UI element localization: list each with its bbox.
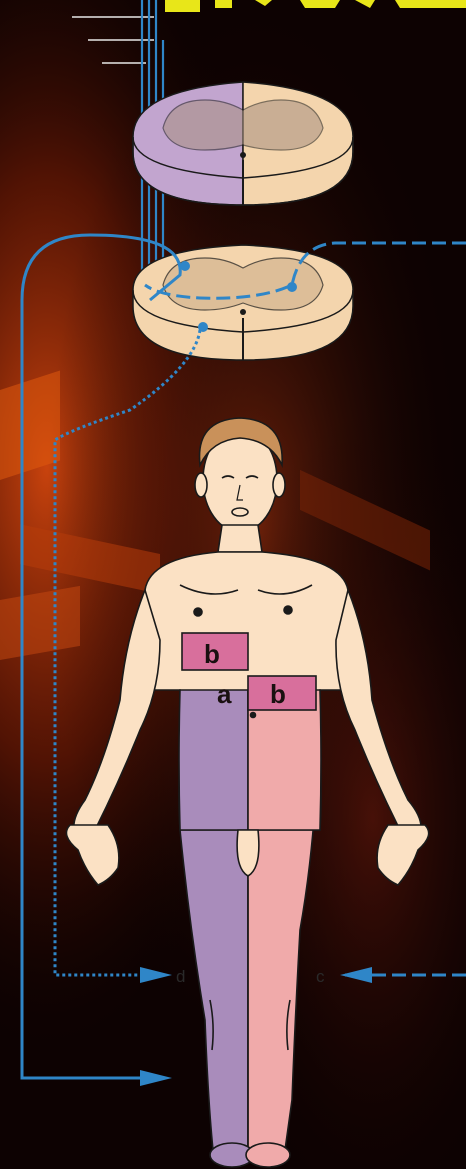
dermatome-label-a: a	[217, 679, 232, 709]
upper-cord-section	[133, 82, 353, 205]
dermatome-label-lower-b: b	[270, 679, 286, 709]
pathway-label-c: c	[316, 967, 325, 986]
dermatome-label-upper-b: b	[204, 639, 220, 669]
lower-cord-section	[133, 245, 353, 360]
pathway-label-d: d	[176, 967, 185, 986]
